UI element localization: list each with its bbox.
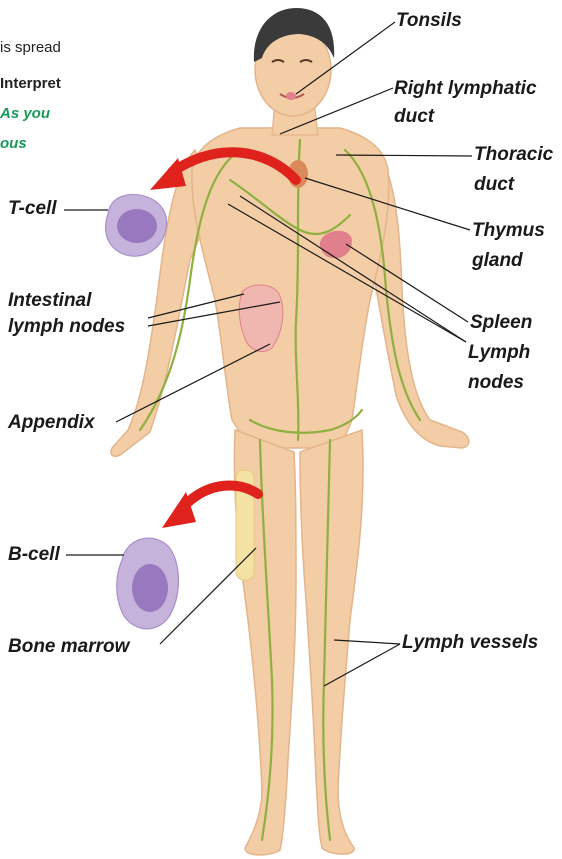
label-intestinal-lymph-nodes-line2: lymph nodes <box>8 314 125 339</box>
caption-fragment-2: Interpret <box>0 74 61 94</box>
label-tonsils: Tonsils <box>396 8 462 33</box>
label-spleen: Spleen <box>470 310 532 335</box>
label-thymus-gland-line2: gland <box>472 248 523 273</box>
intestine-organ <box>239 285 283 352</box>
t-cell-nucleus <box>117 209 157 243</box>
label-t-cell: T-cell <box>8 196 57 221</box>
label-right-lymphatic-duct-line1: Right lymphatic <box>394 76 537 101</box>
tonsil-mark <box>286 92 296 100</box>
caption-fragment-4: ous <box>0 134 27 154</box>
label-right-lymphatic-duct-line2: duct <box>394 104 434 129</box>
right-leg <box>300 430 363 854</box>
label-b-cell: B-cell <box>8 542 60 567</box>
label-thymus-gland-line1: Thymus <box>472 218 545 243</box>
label-lymph-vessels: Lymph vessels <box>402 630 538 655</box>
label-lymph-nodes-line2: nodes <box>468 370 524 395</box>
caption-fragment-3: As you <box>0 104 50 124</box>
label-thoracic-duct-line1: Thoracic <box>474 142 553 167</box>
b-cell-nucleus <box>132 564 168 612</box>
label-thoracic-duct-line2: duct <box>474 172 514 197</box>
label-bone-marrow: Bone marrow <box>8 634 129 659</box>
caption-fragment-1: is spread <box>0 38 61 58</box>
label-appendix: Appendix <box>8 410 95 435</box>
label-lymph-nodes-line1: Lymph <box>468 340 530 365</box>
label-intestinal-lymph-nodes-line1: Intestinal <box>8 288 91 313</box>
